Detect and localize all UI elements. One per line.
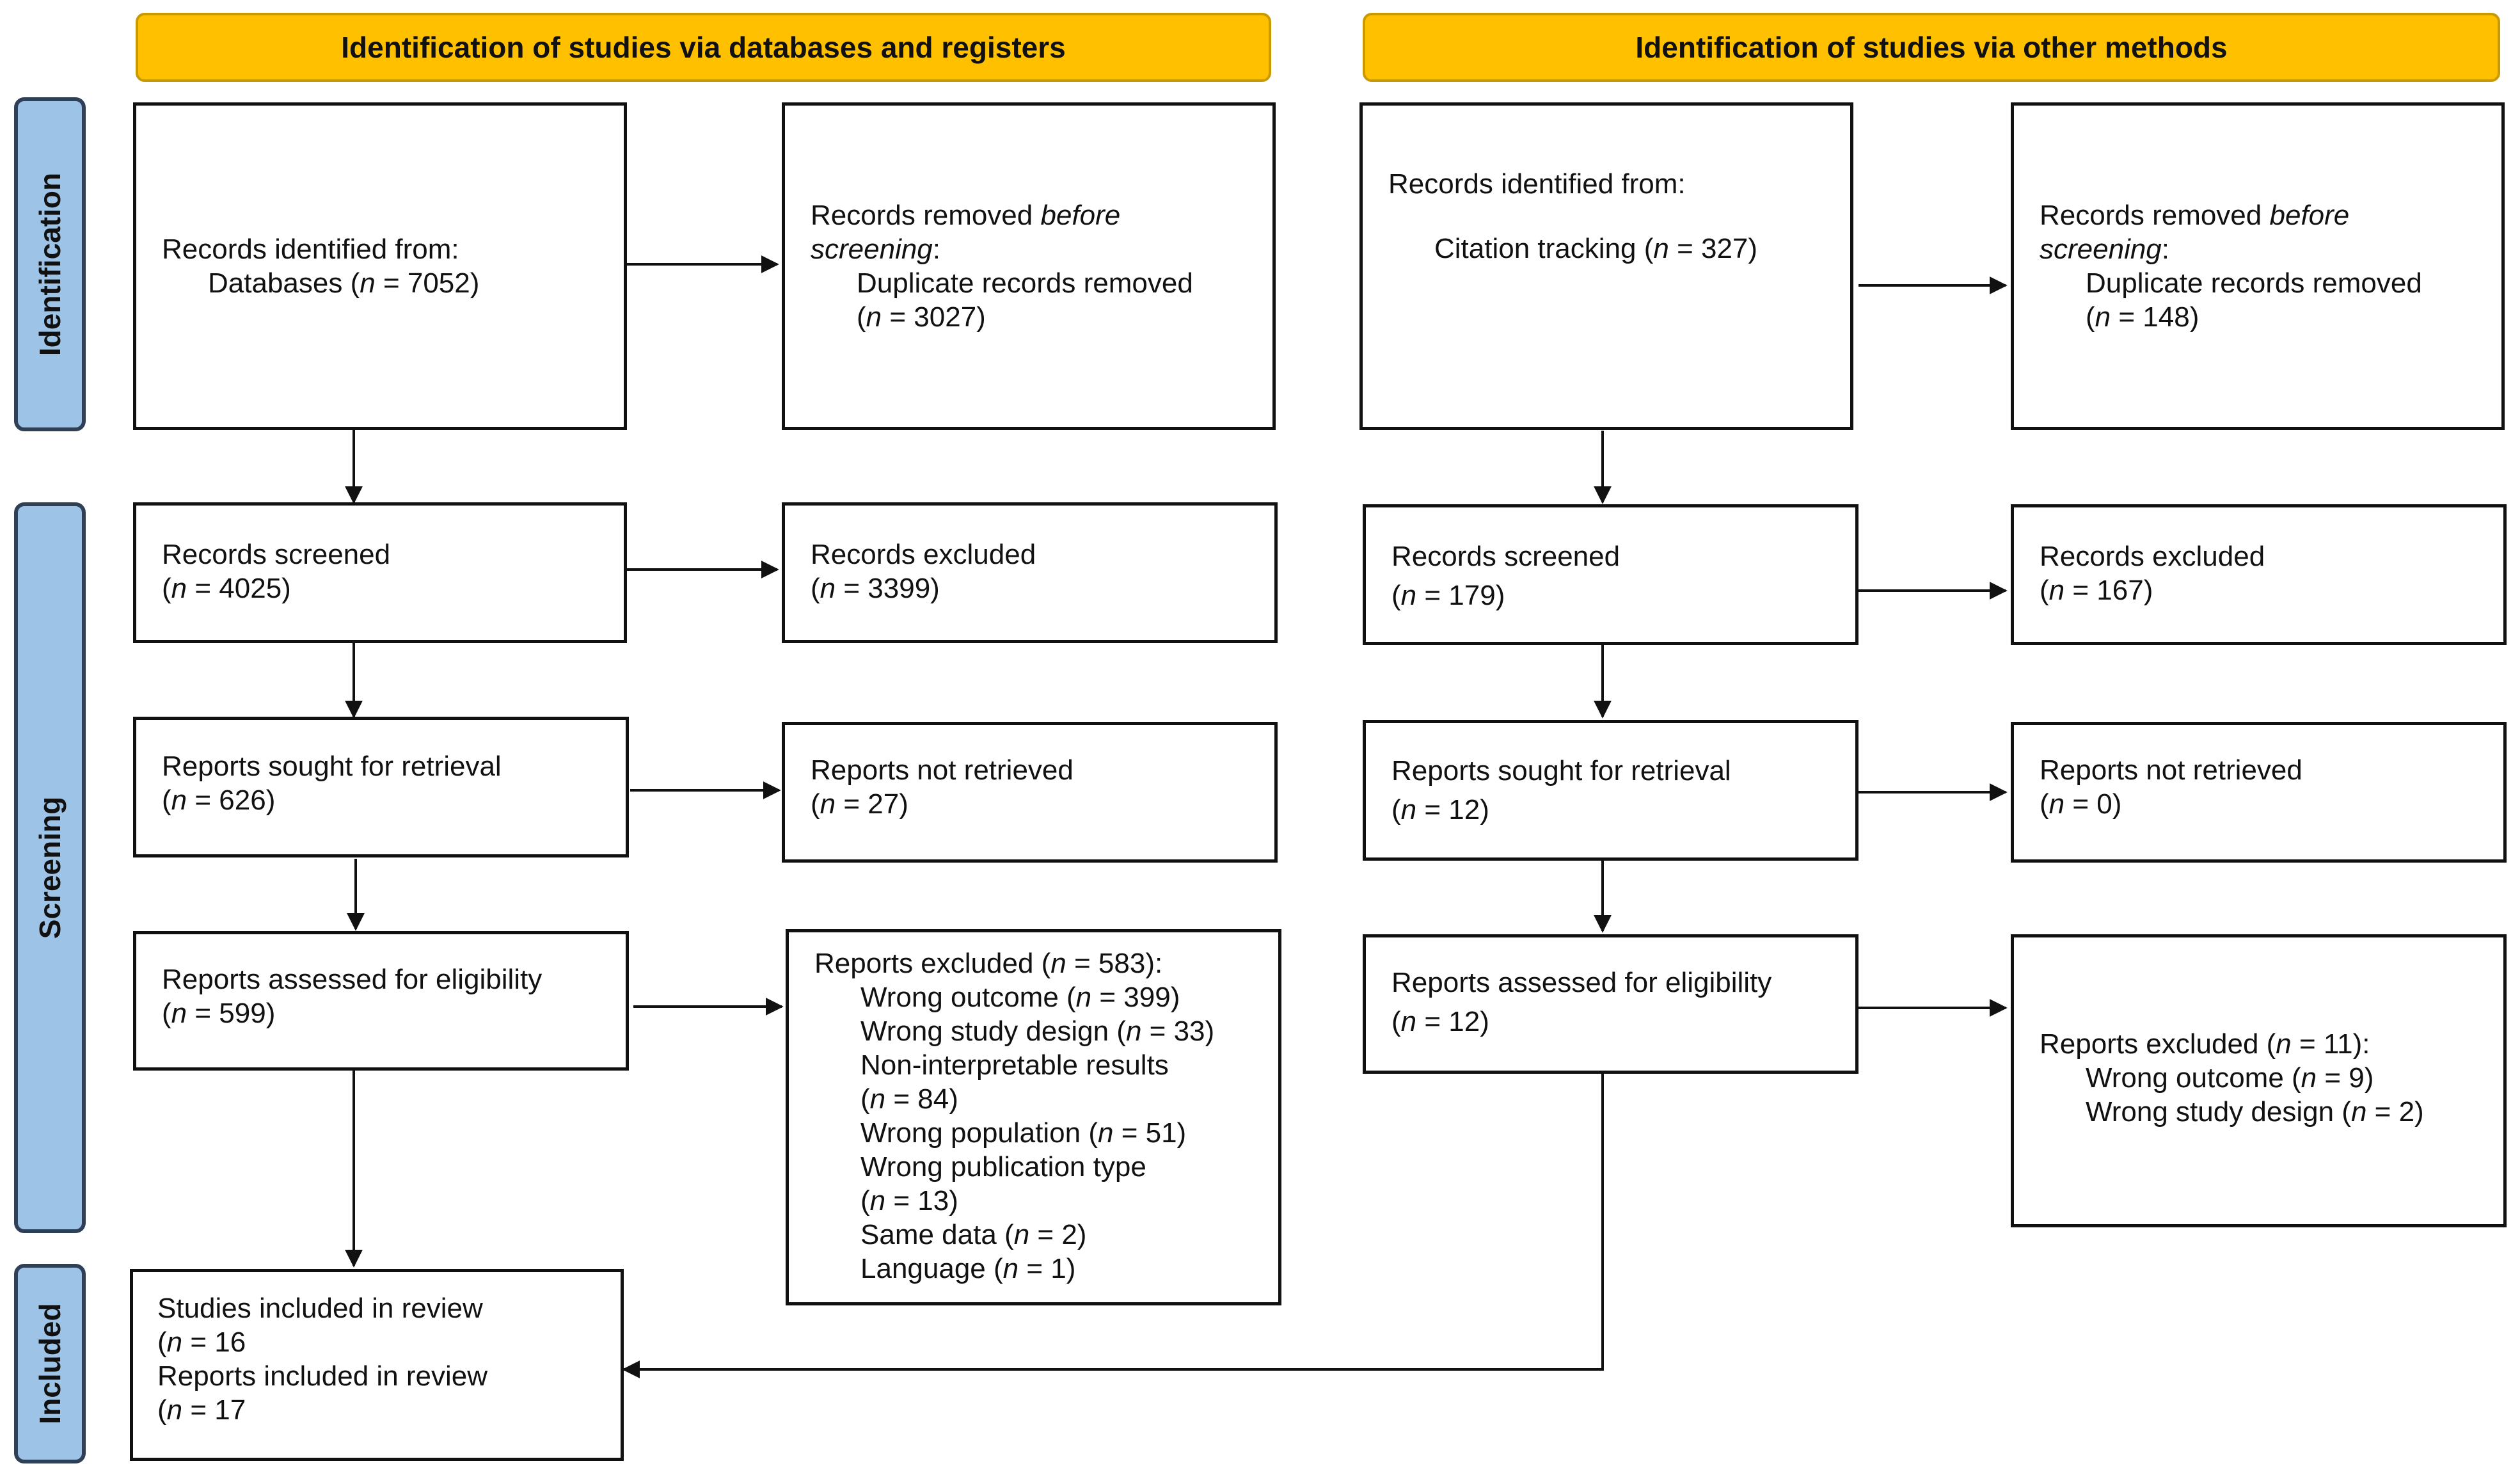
box-right-records-removed: Records removed before screening: Duplic… [2011,102,2505,430]
text-screened-count: (n = 4025) [162,573,291,604]
text-right-duplicate-records-removed: Duplicate records removed [2086,267,2422,299]
text-records-identified-from: Records identified from: [162,234,459,265]
header-databases-registers-label: Identification of studies via databases … [341,31,1066,64]
phase-included-label: Included [33,1303,67,1424]
text-reports-included: Reports included in review [157,1360,488,1392]
box-right-reports-excluded: Reports excluded (n = 11): Wrong outcome… [2011,934,2507,1227]
text-right-sought-count: (n = 12) [1391,794,1489,825]
reason-wrong-publication-type: Wrong publication type [860,1151,1146,1183]
box-right-reports-assessed: Reports assessed for eligibility (n = 12… [1363,934,1858,1074]
reason-same-data: Same data (n = 2) [860,1219,1087,1250]
text-duplicate-records-removed: Duplicate records removed [857,267,1193,299]
reason-right-wrong-outcome: Wrong outcome (n = 9) [2086,1062,2374,1094]
text-right-reports-assessed: Reports assessed for eligibility [1391,967,1772,998]
text-screening: screening: [811,234,941,265]
box-right-records-identified: Records identified from: Citation tracki… [1359,102,1853,430]
reason-wrong-outcome: Wrong outcome (n = 399) [860,982,1180,1013]
box-left-records-screened: Records screened (n = 4025) [133,502,627,643]
box-left-reports-excluded: Reports excluded (n = 583): Wrong outcom… [786,929,1281,1305]
box-left-reports-assessed: Reports assessed for eligibility (n = 59… [133,931,629,1071]
text-sought-count: (n = 626) [162,785,276,816]
text-duplicates-count: (n = 3027) [857,301,986,333]
text-right-excluded-count: (n = 167) [2040,575,2153,606]
text-reports-count: (n = 17 [157,1394,246,1426]
reason-wrong-study-design: Wrong study design (n = 33) [860,1016,1215,1047]
box-right-reports-sought: Reports sought for retrieval (n = 12) [1363,720,1858,861]
text-excluded-count: (n = 3399) [811,573,940,604]
text-right-records-screened: Records screened [1391,541,1621,572]
text-not-retrieved-count: (n = 27) [811,788,908,820]
text-studies-included: Studies included in review [157,1293,483,1324]
text-databases-count: Databases (n = 7052) [208,267,480,299]
box-right-reports-not-retrieved: Reports not retrieved (n = 0) [2011,722,2507,863]
text-right-records-removed-before: Records removed before [2040,200,2350,231]
text-records-excluded: Records excluded [811,539,1036,570]
text-right-reports-sought: Reports sought for retrieval [1391,755,1731,786]
text-reports-not-retrieved: Reports not retrieved [811,754,1074,786]
phase-included: Included [14,1264,86,1463]
reason-non-interpretable: Non-interpretable results [860,1049,1169,1081]
header-databases-registers: Identification of studies via databases … [136,13,1271,82]
box-left-records-excluded: Records excluded (n = 3399) [782,502,1278,643]
reason-wrong-publication-type-count: (n = 13) [860,1185,958,1216]
phase-screening: Screening [14,502,86,1233]
text-right-screened-count: (n = 179) [1391,580,1505,611]
box-right-records-excluded: Records excluded (n = 167) [2011,504,2507,645]
box-right-records-screened: Records screened (n = 179) [1363,504,1858,645]
header-other-methods-label: Identification of studies via other meth… [1635,31,2228,64]
phase-identification: Identification [14,97,86,431]
reason-right-wrong-study-design: Wrong study design (n = 2) [2086,1096,2424,1128]
text-studies-count: (n = 16 [157,1327,246,1358]
text-assessed-count: (n = 599) [162,998,276,1029]
reason-language: Language (n = 1) [860,1253,1076,1284]
phase-screening-label: Screening [33,796,67,939]
box-left-records-removed: Records removed before screening: Duplic… [782,102,1276,430]
text-records-removed-before: Records removed before [811,200,1121,231]
header-other-methods: Identification of studies via other meth… [1363,13,2500,82]
text-reports-assessed: Reports assessed for eligibility [162,964,543,995]
box-left-records-identified: Records identified from: Databases (n = … [133,102,627,430]
text-right-screening: screening: [2040,234,2170,265]
text-right-records-identified-from: Records identified from: [1388,168,1686,200]
box-left-reports-not-retrieved: Reports not retrieved (n = 27) [782,722,1278,863]
text-right-reports-excluded-total: Reports excluded (n = 11): [2040,1028,2370,1060]
text-records-screened: Records screened [162,539,391,570]
phase-identification-label: Identification [33,172,67,356]
reason-non-interpretable-count: (n = 84) [860,1083,958,1115]
reason-wrong-population: Wrong population (n = 51) [860,1117,1187,1149]
text-reports-sought: Reports sought for retrieval [162,751,502,782]
text-citation-tracking: Citation tracking (n = 327) [1434,233,1758,264]
text-right-records-excluded: Records excluded [2040,541,2265,572]
box-left-reports-sought: Reports sought for retrieval (n = 626) [133,717,629,857]
text-right-reports-not-retrieved: Reports not retrieved [2040,754,2302,786]
text-reports-excluded-total: Reports excluded (n = 583): [814,948,1163,979]
text-right-not-retrieved-count: (n = 0) [2040,788,2122,820]
arrow-right-assessed-to-included [622,1073,1604,1378]
box-included: Studies included in review (n = 16 Repor… [130,1269,624,1461]
text-right-assessed-count: (n = 12) [1391,1006,1489,1037]
text-right-duplicates-count: (n = 148) [2086,301,2199,333]
